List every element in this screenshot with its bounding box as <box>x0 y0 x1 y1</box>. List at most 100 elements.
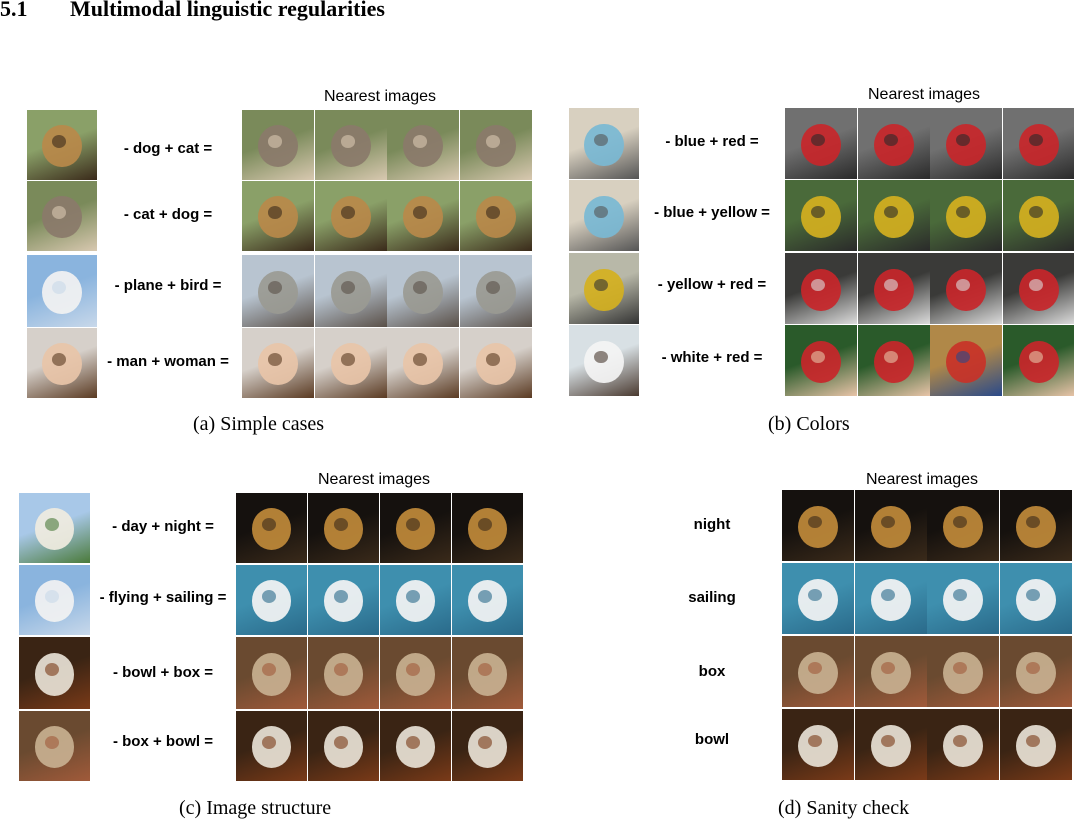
operation-label: sailing <box>688 589 736 606</box>
result-image <box>1000 563 1072 634</box>
result-image <box>1003 108 1074 179</box>
result-image <box>927 490 999 561</box>
result-image <box>236 493 307 563</box>
result-image <box>452 565 523 635</box>
operation-label: - blue + red = <box>665 133 759 150</box>
result-image <box>1003 253 1074 324</box>
result-image <box>1003 325 1074 396</box>
operation-label: - yellow + red = <box>657 276 767 293</box>
nearest-images-label: Nearest images <box>866 471 979 488</box>
operation-label: box <box>698 663 726 680</box>
result-image <box>785 325 857 396</box>
result-image <box>1000 636 1072 707</box>
result-image <box>927 709 999 780</box>
nearest-images-label: Nearest images <box>868 86 981 103</box>
result-image <box>380 637 451 709</box>
query-image <box>19 493 90 563</box>
operation-label: - bowl + box = <box>112 664 213 681</box>
query-image <box>27 181 97 251</box>
result-image <box>380 493 451 563</box>
result-image <box>930 108 1002 179</box>
result-image <box>927 563 999 634</box>
result-image <box>242 255 314 327</box>
operation-label: - flying + sailing = <box>99 589 227 606</box>
result-image <box>460 110 532 180</box>
result-image <box>782 490 854 561</box>
nearest-images-label: Nearest images <box>318 471 431 488</box>
result-image <box>308 493 379 563</box>
result-image <box>452 637 523 709</box>
result-image <box>308 565 379 635</box>
result-image <box>855 636 927 707</box>
result-image <box>855 490 927 561</box>
result-image <box>782 636 854 707</box>
result-image <box>858 325 930 396</box>
result-image <box>387 110 459 180</box>
result-image <box>242 110 314 180</box>
result-image <box>315 328 387 398</box>
query-image <box>19 711 90 781</box>
result-image <box>930 325 1002 396</box>
result-image <box>1000 709 1072 780</box>
caption: (a) Simple cases <box>193 413 325 435</box>
operation-label: - man + woman = <box>107 353 229 370</box>
result-image <box>930 253 1002 324</box>
result-image <box>858 253 930 324</box>
caption: (b) Colors <box>768 413 850 435</box>
result-image <box>242 181 314 251</box>
caption: (c) Image structure <box>179 797 332 819</box>
result-image <box>855 563 927 634</box>
operation-label: - blue + yellow = <box>654 204 770 221</box>
query-image <box>19 637 90 709</box>
result-image <box>380 711 451 781</box>
result-image <box>315 181 387 251</box>
operation-label: - dog + cat = <box>123 140 213 157</box>
query-image <box>569 180 639 251</box>
result-image <box>460 328 532 398</box>
result-image <box>930 180 1002 251</box>
section-heading: 5.1 Multimodal linguistic regularities <box>0 0 385 22</box>
result-image <box>782 563 854 634</box>
result-image <box>236 711 307 781</box>
operation-label: - day + night = <box>112 518 214 535</box>
result-image <box>927 636 999 707</box>
section-number: 5.1 <box>0 0 28 21</box>
result-image <box>380 565 451 635</box>
query-image <box>19 565 90 635</box>
result-image <box>858 180 930 251</box>
query-image <box>569 108 639 179</box>
operation-label: night <box>693 516 731 533</box>
result-image <box>785 108 857 179</box>
result-image <box>308 711 379 781</box>
result-image <box>387 181 459 251</box>
nearest-images-label: Nearest images <box>324 88 437 105</box>
result-image <box>387 328 459 398</box>
operation-label: bowl <box>694 731 730 748</box>
result-image <box>452 493 523 563</box>
result-image <box>308 637 379 709</box>
operation-label: - box + bowl = <box>112 733 213 750</box>
result-image <box>460 255 532 327</box>
result-image <box>387 255 459 327</box>
result-image <box>858 108 930 179</box>
query-image <box>27 255 97 327</box>
section-title: Multimodal linguistic regularities <box>70 0 385 21</box>
result-image <box>315 255 387 327</box>
result-image <box>785 253 857 324</box>
result-image <box>855 709 927 780</box>
result-image <box>1000 490 1072 561</box>
result-image <box>460 181 532 251</box>
query-image <box>569 253 639 324</box>
query-image <box>27 328 97 398</box>
result-image <box>236 637 307 709</box>
query-image <box>569 325 639 396</box>
operation-label: - plane + bird = <box>114 277 222 294</box>
operation-label: - cat + dog = <box>123 206 213 223</box>
result-image <box>782 709 854 780</box>
result-image <box>242 328 314 398</box>
result-image <box>785 180 857 251</box>
operation-label: - white + red = <box>661 349 763 366</box>
result-image <box>452 711 523 781</box>
caption: (d) Sanity check <box>778 797 910 819</box>
query-image <box>27 110 97 180</box>
